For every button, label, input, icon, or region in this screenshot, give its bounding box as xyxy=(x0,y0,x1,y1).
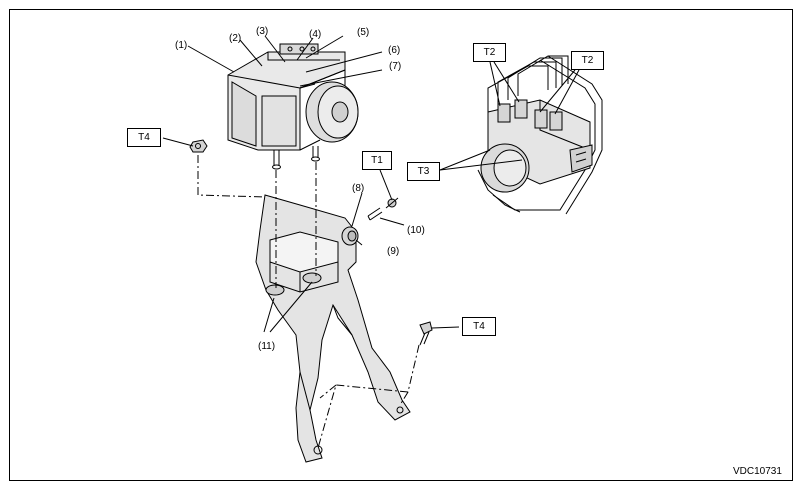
callout-8: (8) xyxy=(352,183,365,194)
callout-2: (2) xyxy=(229,33,242,44)
small-bolt xyxy=(367,197,399,221)
callout-11: (11) xyxy=(258,341,276,352)
callout-3: (3) xyxy=(256,26,269,37)
assembly-lines xyxy=(197,155,420,449)
callout-7: (7) xyxy=(389,61,402,72)
inset-hydraulic-unit xyxy=(477,55,603,215)
diagram-frame xyxy=(9,9,793,481)
callout-4: (4) xyxy=(309,29,322,40)
callout-1: (1) xyxy=(175,40,188,51)
torque-tag-t2-left: T2 xyxy=(473,43,506,62)
motor xyxy=(299,81,359,151)
leader-lines xyxy=(162,35,580,333)
callout-6: (6) xyxy=(388,45,401,56)
callout-10: (10) xyxy=(407,225,425,236)
torque-tag-t1: T1 xyxy=(362,151,392,170)
bolt-right xyxy=(419,321,433,346)
hydraulic-unit-body xyxy=(227,43,346,151)
torque-tag-t2-right: T2 xyxy=(571,51,604,70)
callout-9: (9) xyxy=(387,246,400,257)
torque-tag-t3: T3 xyxy=(407,162,440,181)
nut-left xyxy=(189,139,208,153)
bushing xyxy=(341,226,359,246)
callout-5: (5) xyxy=(357,27,370,38)
bracket xyxy=(255,194,411,463)
mounting-studs xyxy=(272,146,320,170)
torque-tag-t4-right: T4 xyxy=(462,317,496,336)
torque-tag-t4-left: T4 xyxy=(127,128,161,147)
document-code: VDC10731 xyxy=(733,466,782,477)
